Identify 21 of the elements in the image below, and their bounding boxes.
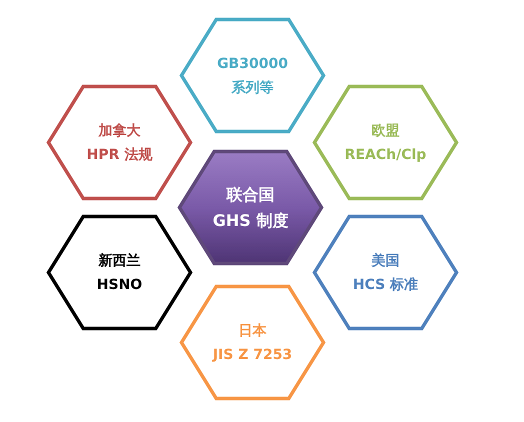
hexagon-label: 日本 [238, 322, 266, 340]
hexagon [178, 150, 323, 265]
hexagon-label: 新西兰 [98, 252, 140, 270]
hexagon-label: GB30000 [217, 54, 288, 74]
hexagon-label: 欧盟 [372, 122, 400, 140]
hexagon [47, 215, 192, 330]
hexagon [313, 215, 458, 330]
hexagon [180, 18, 325, 133]
hexagon-label: HCS 标准 [352, 276, 418, 294]
hexagon-label: REACh/Clp [344, 146, 426, 164]
hexagon [180, 285, 325, 400]
hexagon-label: HSNO [96, 276, 142, 294]
hexagon-label: GHS 制度 [212, 210, 288, 232]
hexagon-label: 美国 [372, 252, 400, 270]
hexagon [313, 85, 458, 200]
hexagon-label: 系列等 [232, 78, 274, 98]
hexagon [47, 85, 192, 200]
hexagon-label: 联合国 [226, 184, 274, 206]
hexagon-label: 加拿大 [98, 122, 140, 140]
hexagon-label: HPR 法规 [86, 146, 152, 164]
hexagon-label: JIS Z 7253 [212, 346, 292, 364]
